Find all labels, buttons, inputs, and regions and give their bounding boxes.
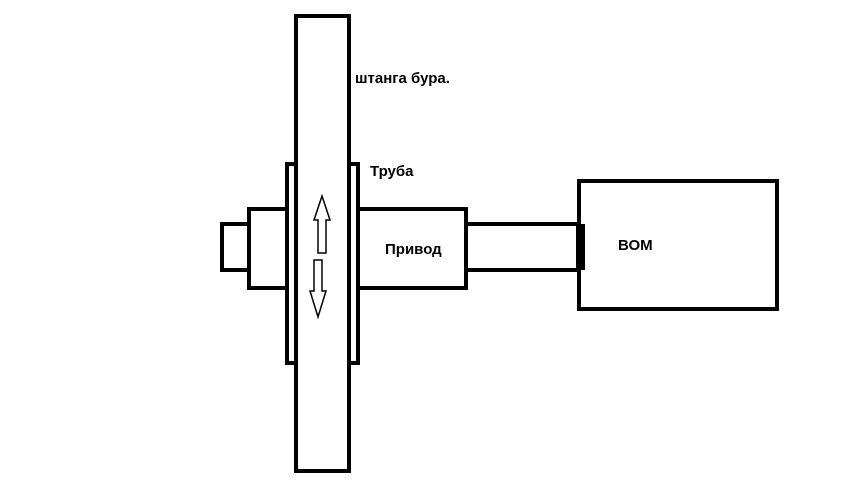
- end-coupling: [220, 222, 252, 272]
- arrow-up-icon: [312, 193, 332, 254]
- arrow-down-icon: [308, 259, 328, 320]
- pto-label: ВОМ: [618, 237, 653, 254]
- drive-shaft: [464, 222, 582, 272]
- rod-label: штанга бура.: [355, 70, 450, 87]
- shaft-flange: [576, 224, 585, 270]
- pto-box: [577, 179, 779, 311]
- pipe-label: Труба: [370, 163, 414, 180]
- drive-label: Привод: [385, 241, 442, 258]
- left-hub: [247, 207, 291, 290]
- drive-housing: [356, 207, 468, 290]
